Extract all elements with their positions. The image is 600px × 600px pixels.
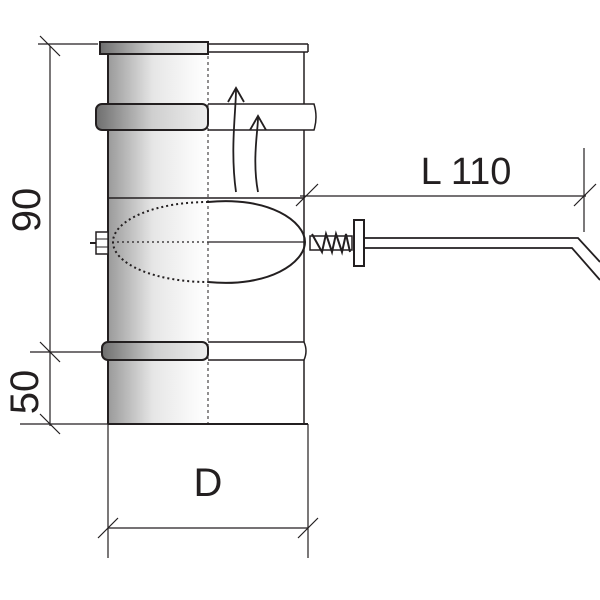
dimension-height-bottom-label: 50 (3, 370, 47, 415)
dimension-lever-length (295, 148, 597, 232)
spring-icon (311, 230, 351, 256)
pipe-upper-bead (95, 103, 209, 131)
damper-lever (309, 219, 600, 281)
dimension-height-bottom (20, 351, 108, 435)
lever-rod (364, 237, 600, 281)
lever-plate (353, 219, 365, 267)
airflow-arrows-icon (227, 86, 267, 193)
pipe-lower-bead (101, 341, 209, 361)
dimension-diameter-label: D (194, 461, 223, 505)
damper-disc (112, 200, 307, 284)
dimension-lever-length-label: L 110 (421, 151, 512, 193)
dimension-height-total-label: 90 (5, 188, 49, 233)
pipe-shaded-half (108, 46, 208, 424)
pipe-top-rim (99, 41, 209, 55)
pipe-body (95, 41, 317, 425)
axis-nut-icon (90, 231, 109, 255)
dimension-diameter (97, 424, 319, 558)
